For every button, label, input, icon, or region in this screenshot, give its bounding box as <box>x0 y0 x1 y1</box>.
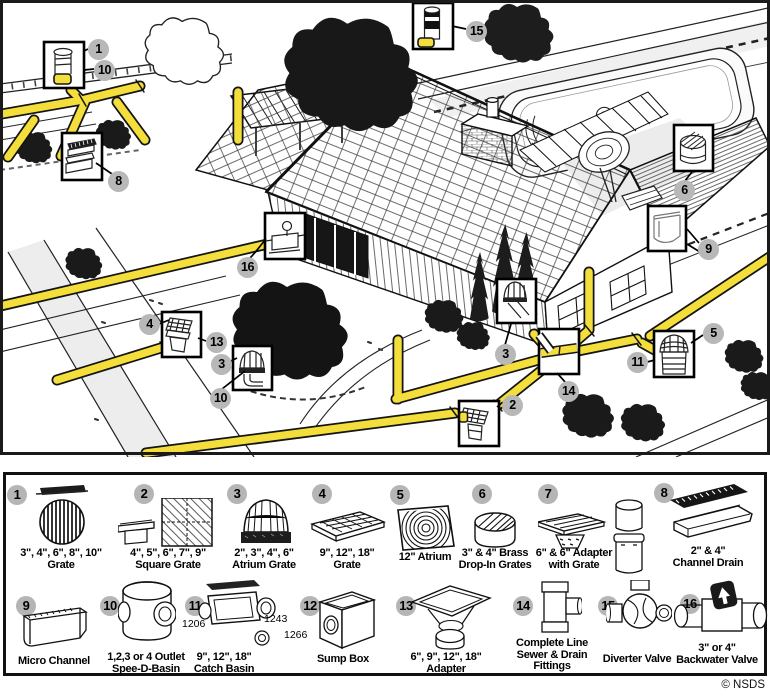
callout-11: 11 <box>627 352 648 373</box>
legend-number-badge: 1 <box>7 485 27 505</box>
micro-channel-icon <box>22 607 88 647</box>
house-illustration <box>0 0 770 457</box>
legend-number-badge: 4 <box>312 484 332 504</box>
legend-number-badge: 3 <box>227 484 247 504</box>
scene-border <box>0 0 770 455</box>
basin-adapter-icon <box>410 585 492 650</box>
callout-10: 10 <box>94 60 115 81</box>
legend-number-badge: 14 <box>513 596 533 616</box>
legend-item-16: 16 3" or 4"Backwater Valve <box>666 580 768 676</box>
channel-drain-icon <box>670 484 753 538</box>
tee-fitting-icon <box>541 581 582 633</box>
legend-number-badge: 13 <box>396 596 416 616</box>
callout-1: 1 <box>88 39 109 60</box>
sump-box-icon <box>317 591 377 650</box>
legend-number-badge: 2 <box>134 484 154 504</box>
callout-13: 13 <box>206 332 227 353</box>
legend-number-badge: 8 <box>654 483 674 503</box>
legend-item-9: 9 Micro Channel <box>4 588 104 676</box>
spee-d-basin-icon <box>118 581 176 641</box>
legend-number-badge: 10 <box>100 596 120 616</box>
legend-number-badge: 12 <box>300 596 320 616</box>
callout-6: 6 <box>674 180 695 201</box>
legend-item-12: 12 Sump Box <box>296 580 390 676</box>
legend-number-badge: 6 <box>472 484 492 504</box>
callout-3b: 3 <box>495 344 516 365</box>
backwater-valve-icon <box>674 580 768 632</box>
callout-box-4-13 <box>160 310 203 359</box>
callout-2: 2 <box>502 395 523 416</box>
legend-number-badge: 9 <box>16 596 36 616</box>
callout-box-art <box>53 6 707 441</box>
diverter-valve-riser-icon <box>613 499 645 574</box>
callout-8: 8 <box>108 171 129 192</box>
legend-item-8: 8 2" & 4"Channel Drain <box>650 482 766 578</box>
atrium-grate-icon <box>241 499 291 543</box>
part-number: 1243 <box>264 613 288 625</box>
callout-16: 16 <box>237 257 258 278</box>
diverter-valve-icon <box>606 580 672 629</box>
square-atrium-icon <box>397 505 455 551</box>
callout-4: 4 <box>139 314 160 335</box>
patio-cover <box>519 91 669 173</box>
callout-10b: 10 <box>210 388 231 409</box>
legend-item-5: 5 12" Atrium <box>388 482 462 578</box>
part-number: 1266 <box>284 629 308 641</box>
legend-item-2: 2 4", 5", 6", 7", 9"Square Grate <box>116 482 220 578</box>
legend-item-13: 13 6", 9", 12", 18"Adapter <box>388 580 504 676</box>
chimney <box>460 96 530 167</box>
part-number: 1206 <box>182 618 206 630</box>
brass-drop-in-grate-icon <box>474 512 516 548</box>
square-grate-icon <box>118 498 213 547</box>
catch-basin-icon <box>198 580 276 646</box>
callout-15: 15 <box>466 21 487 42</box>
drain-pipe-network <box>0 79 770 457</box>
legend-number-badge: 7 <box>538 484 558 504</box>
callout-9: 9 <box>698 239 719 260</box>
legend-item-15: 15 Diverter Valve <box>590 580 684 676</box>
callout-box-5-11 <box>652 329 696 379</box>
callout-leader-lines <box>83 25 704 408</box>
callout-5: 5 <box>703 323 724 344</box>
legend-item-4: 4 9", 12", 18"Grate <box>304 482 390 578</box>
copyright: © NSDS <box>721 679 765 691</box>
satellite-dish-icon <box>578 131 663 211</box>
callout-14: 14 <box>558 381 579 402</box>
legend-item-11: 11 1206 1243 1266 9", 12", 18"Catch Basi… <box>182 580 308 676</box>
round-grate-icon <box>35 485 89 545</box>
legend-item-1: 1 3", 4", 6", 8", 10"Grate <box>6 482 116 578</box>
flat-grate-icon <box>310 511 386 543</box>
legend-number-badge: 5 <box>390 485 410 505</box>
adapter-with-grate-icon <box>538 513 606 549</box>
legend-item-3: 3 2", 3", 4", 6"Atrium Grate <box>224 482 304 578</box>
callout-3: 3 <box>211 354 232 375</box>
